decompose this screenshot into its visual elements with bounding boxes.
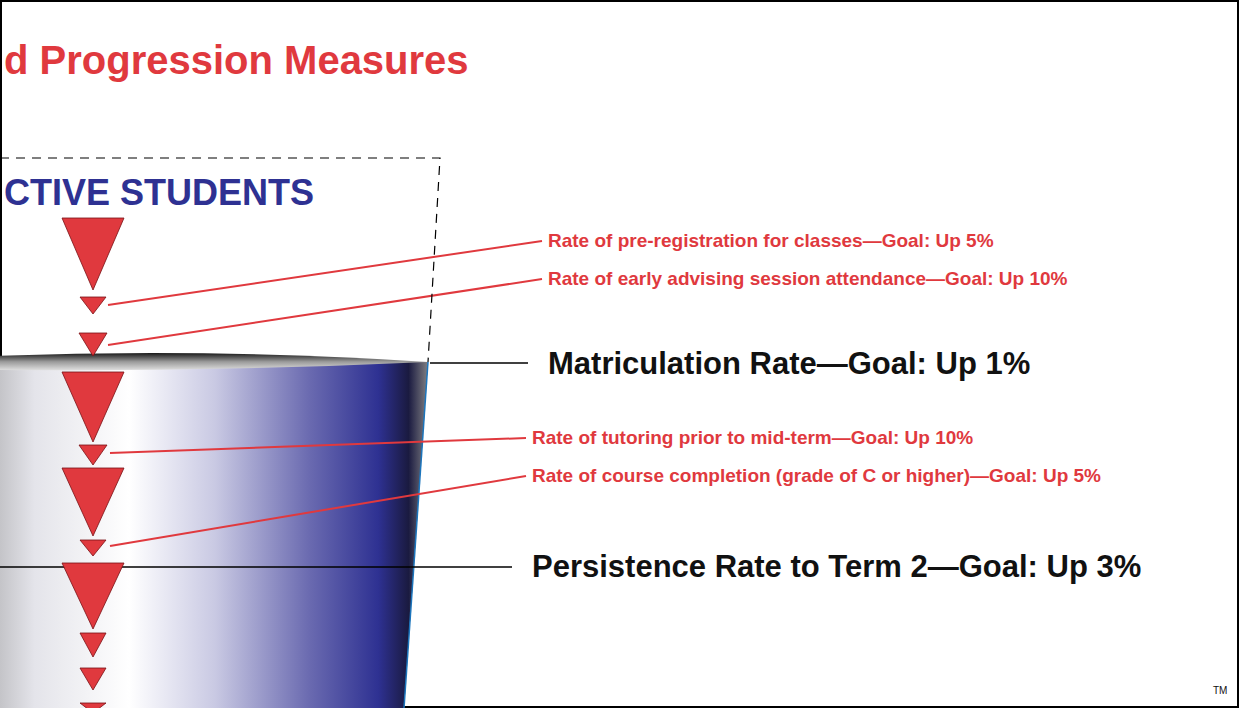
cup-body [0, 362, 428, 708]
callout-text: Rate of tutoring prior to mid-term—Goal:… [532, 428, 973, 449]
callout-text: Rate of pre-registration for classes—Goa… [548, 231, 994, 252]
step-triangle [62, 468, 124, 536]
cup-edge [404, 362, 428, 708]
leader-line [108, 241, 542, 305]
leader-line [108, 279, 542, 345]
step-triangle [80, 703, 106, 708]
measure-label: Matriculation Rate—Goal: Up 1% [548, 347, 1030, 381]
diagram-title: d Progression Measures [4, 38, 469, 82]
step-triangle [80, 540, 106, 556]
dashed-line [0, 158, 440, 362]
step-triangle [80, 633, 106, 657]
step-triangle [62, 372, 124, 442]
step-triangle [79, 445, 107, 465]
leader-line [110, 438, 526, 453]
level-line [430, 362, 528, 364]
measure-label: Persistence Rate to Term 2—Goal: Up 3% [532, 550, 1141, 584]
step-triangle [80, 668, 106, 690]
step-triangle [62, 218, 124, 290]
cup-rim [0, 353, 428, 370]
callout-text: Rate of early advising session attendanc… [548, 269, 1068, 290]
step-triangles [62, 218, 124, 708]
step-triangle [79, 333, 107, 356]
trademark: TM [1213, 685, 1227, 696]
region-heading: CTIVE STUDENTS [4, 173, 314, 213]
region-box: CTIVE STUDENTS [0, 157, 442, 362]
step-triangle [62, 563, 124, 629]
leader-line [110, 476, 526, 546]
callout-text: Rate of course completion (grade of C or… [532, 466, 1101, 487]
step-triangle [80, 297, 106, 314]
